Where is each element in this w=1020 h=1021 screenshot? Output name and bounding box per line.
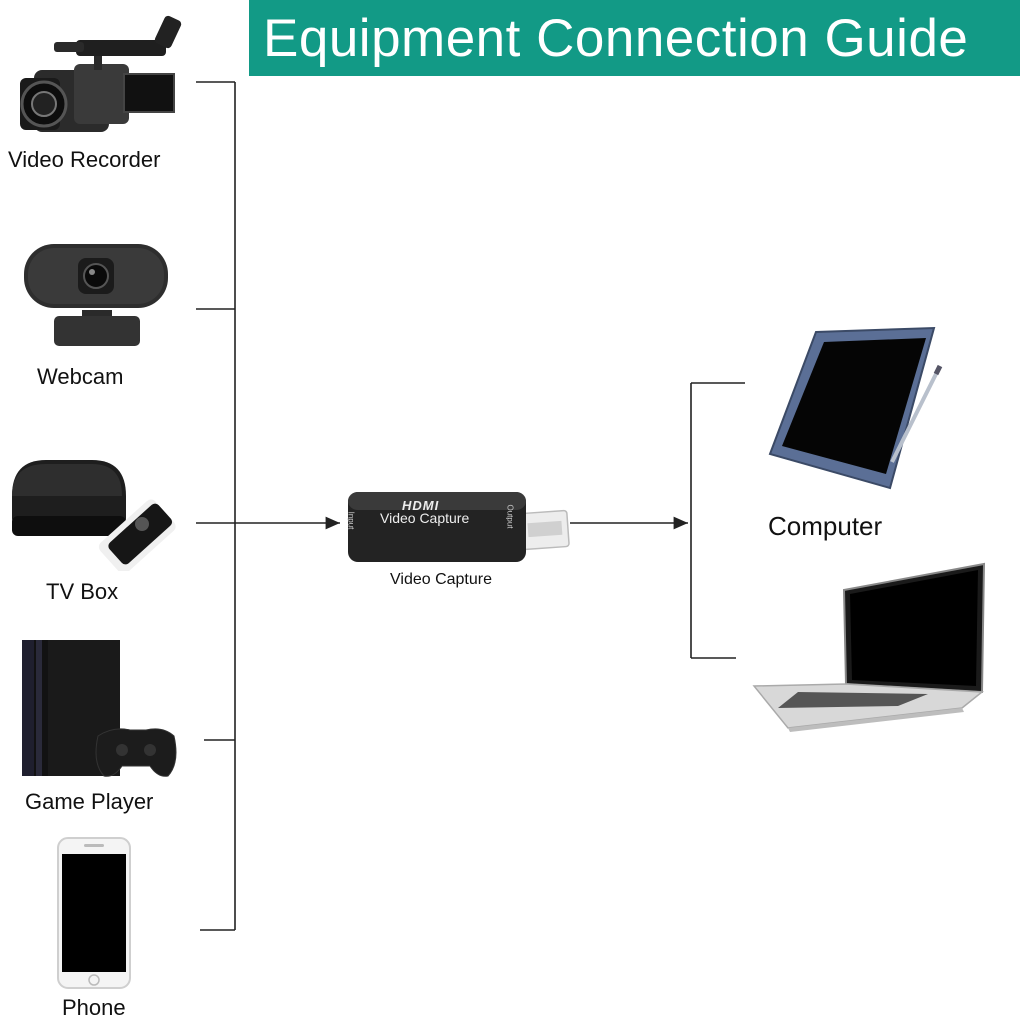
webcam-label: Webcam — [37, 364, 124, 389]
video-recorder-icon — [14, 12, 184, 142]
game-player-label: Game Player — [25, 789, 154, 814]
phone-label: Phone — [62, 995, 126, 1020]
hdmi-logo: HDMI — [402, 498, 440, 513]
input-port-label: Input — [346, 511, 356, 530]
page-title: Equipment Connection Guide — [263, 8, 969, 68]
video-recorder-label: Video Recorder — [8, 147, 161, 172]
game-console-icon — [18, 638, 178, 783]
computer-label: Computer — [768, 511, 883, 541]
video-capture-device: HDMI Video Capture Input Output — [346, 488, 572, 564]
tablet-icon — [766, 326, 946, 496]
device-print-label: Video Capture — [380, 510, 470, 526]
output-port-label: Output — [505, 504, 515, 529]
laptop-icon — [748, 562, 988, 732]
tv-box-label: TV Box — [46, 579, 119, 604]
tv-box-icon — [6, 456, 186, 571]
video-capture-label: Video Capture — [390, 571, 492, 588]
webcam-icon — [20, 240, 180, 350]
title-banner: Equipment Connection Guide — [249, 0, 1020, 76]
phone-icon — [56, 836, 132, 990]
